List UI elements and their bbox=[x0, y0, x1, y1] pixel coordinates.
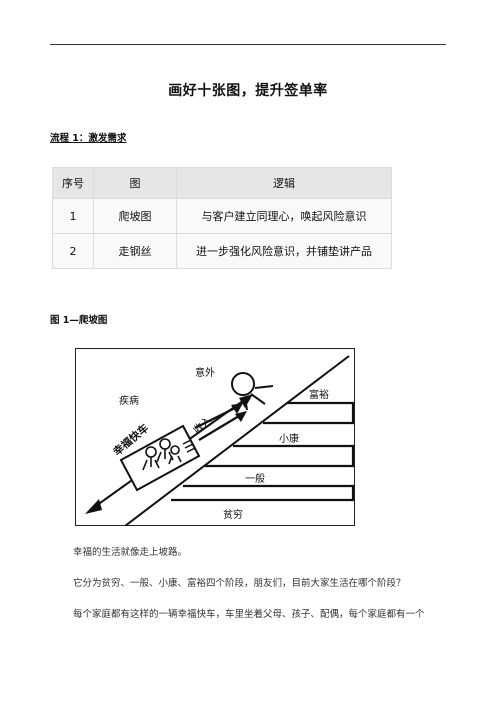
impact-mark bbox=[250, 393, 266, 405]
table-row: 2 走钢丝 进一步强化风险意识，并铺垫讲产品 bbox=[52, 233, 392, 269]
label-poor: 贫穷 bbox=[223, 508, 243, 521]
happy-car-icon bbox=[119, 424, 201, 492]
income-arrow bbox=[194, 407, 236, 429]
income-arrow-head-icon bbox=[231, 403, 243, 414]
body-paragraph: 幸福的生活就像走上坡路。 bbox=[73, 547, 188, 558]
body-paragraph: 每个家庭都有这样的一辆幸福快车，车里坐着父母、孩子、配偶，每个家庭都有一个 bbox=[73, 609, 425, 620]
figure-frame bbox=[75, 348, 355, 526]
table-cell: 走钢丝 bbox=[93, 233, 177, 269]
table-cell: 爬坡图 bbox=[93, 198, 177, 234]
label-illness: 疾病 bbox=[119, 394, 139, 407]
income-arrow bbox=[198, 415, 240, 441]
impact-mark bbox=[244, 397, 248, 411]
document-title: 画好十张图，提升签单率 bbox=[168, 83, 328, 99]
impact-mark bbox=[254, 385, 274, 389]
table-row: 1 爬坡图 与客户建立同理心，唤起风险意识 bbox=[52, 198, 392, 234]
stage-line-well-off bbox=[205, 444, 355, 468]
label-accident: 意外 bbox=[195, 366, 215, 379]
climbing-slope-figure: 意外 疾病 收入 幸福快车 富裕 小康 一般 贫穷 bbox=[75, 348, 355, 526]
income-arrow-head-icon bbox=[235, 411, 247, 422]
table-cell: 2 bbox=[52, 233, 94, 269]
header-rule bbox=[50, 44, 446, 45]
table-cell: 1 bbox=[52, 198, 94, 234]
accident-ball-icon bbox=[231, 372, 255, 396]
table-header-cell: 序号 bbox=[52, 167, 94, 199]
table-cell: 与客户建立同理心，唤起风险意识 bbox=[176, 198, 392, 234]
flow-heading: 流程 1：激发需求 bbox=[50, 133, 127, 144]
body-paragraph: 它分为贫穷、一般、小康、富裕四个阶段，朋友们，目前大家生活在哪个阶段？ bbox=[73, 578, 406, 589]
stage-line-average bbox=[171, 484, 355, 502]
arrow-head-down-icon bbox=[85, 499, 102, 514]
stage-line-wealthy bbox=[263, 401, 355, 425]
table-header-cell: 逻辑 bbox=[176, 167, 392, 199]
table-cell: 进一步强化风险意识，并铺垫讲产品 bbox=[176, 233, 392, 269]
label-wealthy: 富裕 bbox=[309, 388, 329, 401]
table-header-row: 序号 图 逻辑 bbox=[52, 167, 392, 199]
table-header-cell: 图 bbox=[93, 167, 177, 199]
slope-line bbox=[124, 355, 350, 526]
steps-table: 序号 图 逻辑 1 爬坡图 与客户建立同理心，唤起风险意识 2 走钢丝 进一步强… bbox=[52, 167, 392, 269]
label-well-off: 小康 bbox=[279, 432, 299, 445]
figure-caption: 图 1—爬坡图 bbox=[50, 315, 108, 326]
label-average: 一般 bbox=[245, 472, 265, 485]
